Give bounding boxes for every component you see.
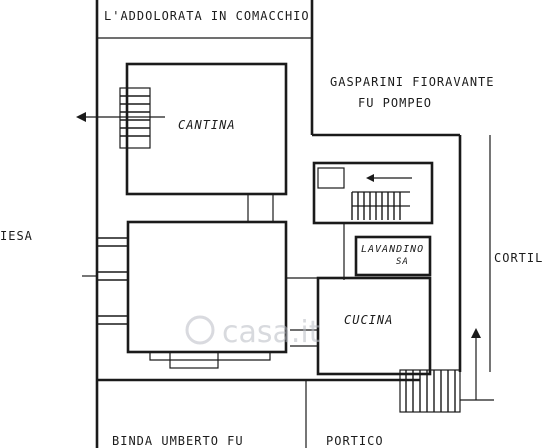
label-right-edge: CORTIL (494, 251, 543, 265)
label-top-title: L'ADDOLORATA IN COMACCHIO (104, 9, 310, 23)
cantina-stairs (76, 87, 165, 149)
room-cucina (286, 276, 432, 376)
label-bottom-left: BINDA UMBERTO FU (112, 434, 244, 448)
watermark-text: casa.it (222, 315, 321, 350)
label-bottom-right: PORTICO (326, 434, 384, 448)
stairs-lower-right (399, 328, 494, 413)
property-boundary (95, 0, 491, 448)
label-neighbor-line2: FU POMPEO (358, 96, 432, 110)
watermark-logo: casa.it (185, 315, 321, 350)
label-cucina: CUCINA (344, 313, 393, 327)
room-cantina (125, 62, 288, 222)
label-lavandino-sub: SA (396, 257, 409, 267)
stairs-upper-right (312, 161, 434, 225)
room-central (126, 220, 288, 369)
label-cantina: CANTINA (178, 118, 236, 132)
label-neighbor-line1: GASPARINI FIORAVANTE (330, 75, 495, 89)
arrow-up-icon (471, 328, 481, 338)
label-left-edge: IESA (0, 229, 33, 243)
arrow-left-icon (366, 174, 374, 182)
label-lavandino: LAVANDINO (361, 244, 424, 255)
window-marks-left (82, 237, 128, 325)
arrow-left-icon (76, 112, 86, 122)
room-lavandino (343, 223, 432, 280)
